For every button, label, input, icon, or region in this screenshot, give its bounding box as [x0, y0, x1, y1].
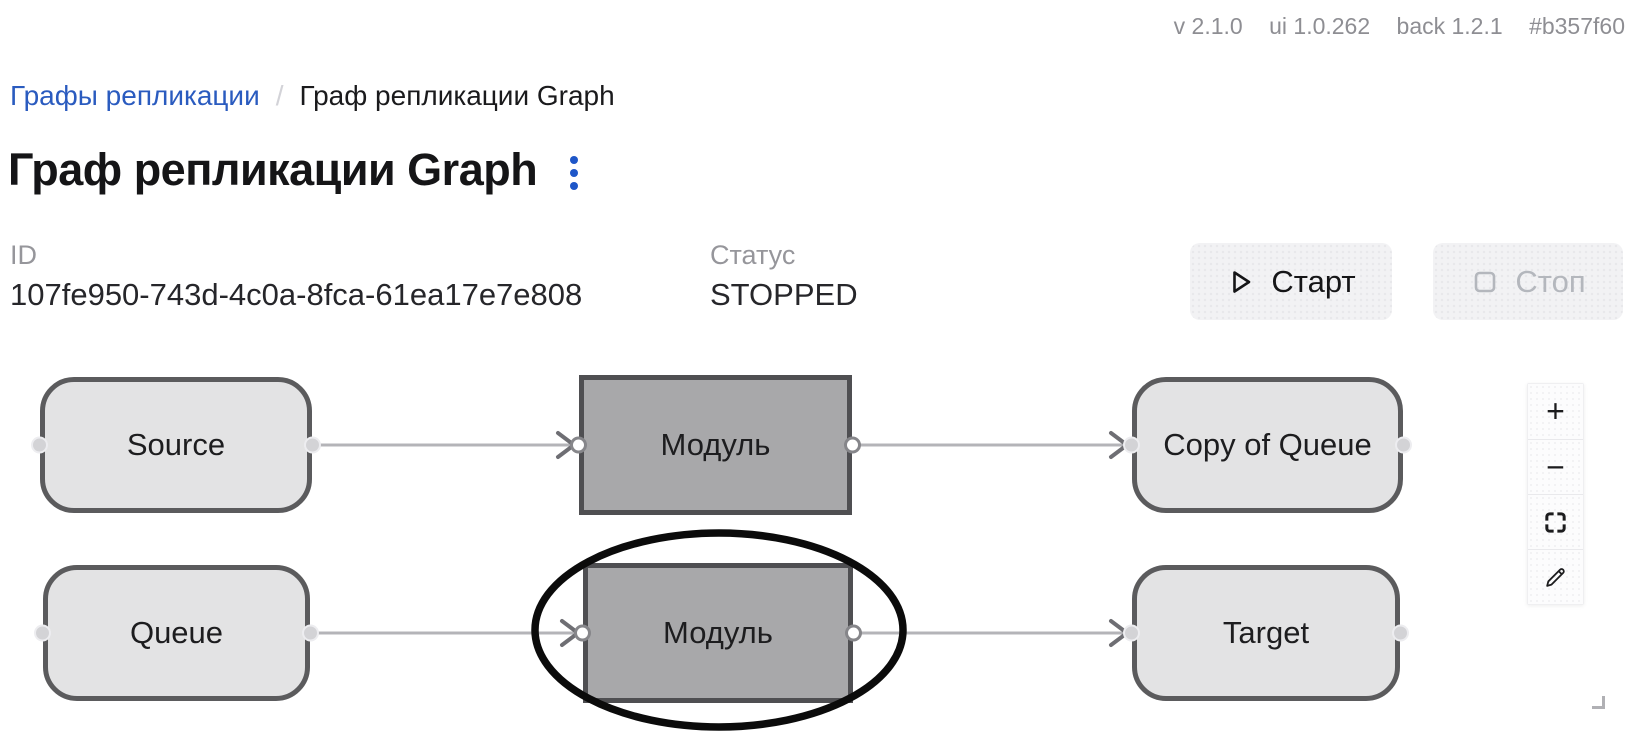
stop-square-icon [1475, 271, 1496, 292]
breadcrumb-separator: / [275, 80, 284, 111]
fit-view-icon [1545, 511, 1566, 533]
pencil-icon [1546, 567, 1565, 587]
kebab-dot [570, 182, 579, 190]
port-right[interactable] [845, 624, 862, 642]
port-left[interactable] [31, 436, 48, 454]
port-left[interactable] [1123, 436, 1140, 454]
breadcrumb-link-graphs[interactable]: Графы репликации [10, 80, 260, 111]
breadcrumb-current: Граф репликации Graph [299, 80, 615, 111]
port-left[interactable] [570, 436, 587, 454]
minus-icon: − [1546, 448, 1565, 485]
kebab-dot [570, 169, 579, 177]
node-label: Source [126, 427, 226, 462]
zoom-in-button[interactable]: + [1528, 384, 1583, 439]
fit-view-button[interactable] [1528, 494, 1583, 549]
id-value: 107fe950-743d-4c0a-8fca-61ea17e7e808 [10, 277, 583, 312]
node-label: Модуль [663, 615, 773, 650]
node-queue[interactable]: Queue [34, 565, 319, 701]
id-label: ID [10, 240, 37, 270]
node-copy-of-queue[interactable]: Copy of Queue [1123, 377, 1412, 513]
title-row: Граф репликации Graph [8, 144, 589, 196]
port-left[interactable] [574, 624, 591, 642]
stop-button-label: Стоп [1515, 263, 1586, 299]
edit-mode-button[interactable] [1528, 549, 1583, 604]
status-field: Статус STOPPED [710, 240, 858, 313]
port-left[interactable] [34, 624, 51, 642]
node-label: Queue [129, 615, 224, 650]
breadcrumb: Графы репликации / Граф репликации Graph [10, 80, 615, 112]
id-field: ID 107fe950-743d-4c0a-8fca-61ea17e7e808 [10, 240, 582, 313]
kebab-menu-button[interactable] [559, 151, 589, 195]
port-right[interactable] [1395, 436, 1412, 454]
plus-icon: + [1546, 393, 1565, 429]
edge-module-to-copy[interactable] [860, 431, 1129, 459]
start-button-label: Старт [1271, 263, 1356, 299]
start-button[interactable]: Старт [1190, 243, 1392, 320]
edge-module-to-target[interactable] [861, 619, 1129, 647]
canvas-corner-mark [1592, 696, 1605, 709]
node-label: Target [1222, 615, 1310, 650]
kebab-dot [570, 156, 579, 164]
status-value: STOPPED [710, 277, 858, 312]
page-title: Граф репликации Graph [8, 144, 538, 195]
zoom-out-button[interactable]: − [1528, 439, 1583, 494]
node-module-top[interactable]: Модуль [570, 375, 861, 515]
node-source[interactable]: Source [31, 377, 321, 513]
status-label: Статус [710, 240, 796, 270]
version-bar: v 2.1.0 ui 1.0.262 back 1.2.1 #b357f60 [1174, 13, 1625, 40]
node-label: Copy of Queue [1163, 427, 1372, 462]
ui-version: ui 1.0.262 [1269, 13, 1371, 39]
build-hash: #b357f60 [1529, 13, 1625, 39]
node-label: Модуль [660, 427, 771, 462]
edge-source-to-module[interactable] [320, 431, 576, 459]
stop-button[interactable]: Стоп [1433, 243, 1623, 320]
app-version: v 2.1.0 [1173, 13, 1243, 39]
port-right[interactable] [302, 624, 319, 642]
back-version: back 1.2.1 [1396, 13, 1503, 39]
port-right[interactable] [844, 436, 861, 454]
port-right[interactable] [1392, 624, 1409, 642]
canvas-toolbar: + − [1527, 383, 1584, 605]
port-right[interactable] [304, 436, 321, 454]
node-target[interactable]: Target [1123, 565, 1409, 701]
play-icon [1233, 270, 1251, 293]
port-left[interactable] [1123, 624, 1140, 642]
edge-queue-to-module[interactable] [318, 619, 580, 647]
node-module-bottom[interactable]: Модуль [574, 563, 862, 703]
